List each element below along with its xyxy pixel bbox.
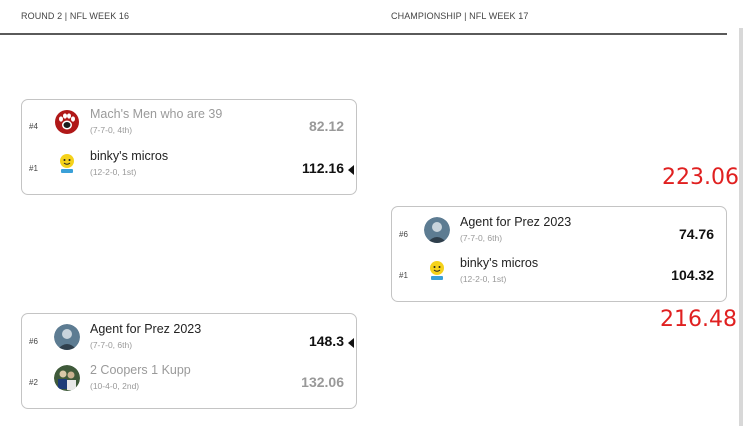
team-record: (7-7-0, 6th)	[460, 233, 503, 243]
team-seed: #6	[29, 337, 38, 346]
team-seed: #1	[399, 271, 408, 280]
agent-portrait-icon	[54, 324, 80, 350]
agent-portrait-icon	[424, 217, 450, 243]
matchup-round2-2[interactable]: #6 Agent for Prez 2023 (7-7-0, 6th) 148.…	[21, 313, 357, 409]
yellow-mascot-icon	[424, 258, 450, 284]
team-record: (12-2-0, 1st)	[460, 274, 507, 284]
team-score: 82.12	[308, 118, 344, 134]
team-row[interactable]: #1 binky's micros (12-2-0, 1st) 112.16	[22, 148, 356, 188]
team-name[interactable]: Mach's Men who are 39	[90, 107, 223, 121]
annotation-top-total: 223.06	[662, 165, 739, 190]
team-row[interactable]: #1 binky's micros (12-2-0, 1st) 104.32	[392, 255, 726, 295]
team-record: (7-7-0, 6th)	[90, 340, 133, 350]
header-divider	[0, 33, 727, 35]
team-seed: #2	[29, 378, 38, 387]
team-name[interactable]: Agent for Prez 2023	[460, 215, 572, 229]
team-score: 74.76	[678, 226, 714, 242]
football-players-icon	[54, 365, 80, 391]
team-score: 104.32	[671, 267, 714, 283]
winner-arrow-icon	[348, 338, 354, 348]
paw-print-icon	[54, 109, 80, 135]
matchup-round2-1[interactable]: #4 Mach's Men who are 39 (7-7-0, 4th) 82…	[21, 99, 357, 195]
annotation-bottom-total: 216.48	[660, 307, 737, 332]
round2-header: ROUND 2 | NFL WEEK 16	[21, 11, 130, 21]
team-score: 112.16	[301, 160, 344, 176]
championship-header: CHAMPIONSHIP | NFL WEEK 17	[391, 11, 529, 21]
team-score: 132.06	[301, 374, 344, 390]
team-score: 148.3	[308, 333, 344, 349]
matchup-championship[interactable]: #6 Agent for Prez 2023 (7-7-0, 6th) 74.7…	[391, 206, 727, 302]
team-row[interactable]: #6 Agent for Prez 2023 (7-7-0, 6th) 148.…	[22, 321, 356, 361]
team-row[interactable]: #4 Mach's Men who are 39 (7-7-0, 4th) 82…	[22, 106, 356, 146]
yellow-mascot-icon	[54, 151, 80, 177]
scrollbar-track[interactable]	[739, 28, 743, 426]
team-name[interactable]: binky's micros	[460, 256, 539, 270]
team-name[interactable]: 2 Coopers 1 Kupp	[90, 363, 191, 377]
team-seed: #4	[29, 122, 38, 131]
team-seed: #1	[29, 164, 38, 173]
team-row[interactable]: #6 Agent for Prez 2023 (7-7-0, 6th) 74.7…	[392, 214, 726, 254]
team-name[interactable]: binky's micros	[90, 149, 169, 163]
team-name[interactable]: Agent for Prez 2023	[90, 322, 202, 336]
team-row[interactable]: #2 2 Coopers 1 Kupp (10-4-0, 2nd) 132.06	[22, 362, 356, 402]
team-record: (12-2-0, 1st)	[90, 167, 137, 177]
team-seed: #6	[399, 230, 408, 239]
team-record: (7-7-0, 4th)	[90, 125, 133, 135]
team-record: (10-4-0, 2nd)	[90, 381, 140, 391]
winner-arrow-icon	[348, 165, 354, 175]
